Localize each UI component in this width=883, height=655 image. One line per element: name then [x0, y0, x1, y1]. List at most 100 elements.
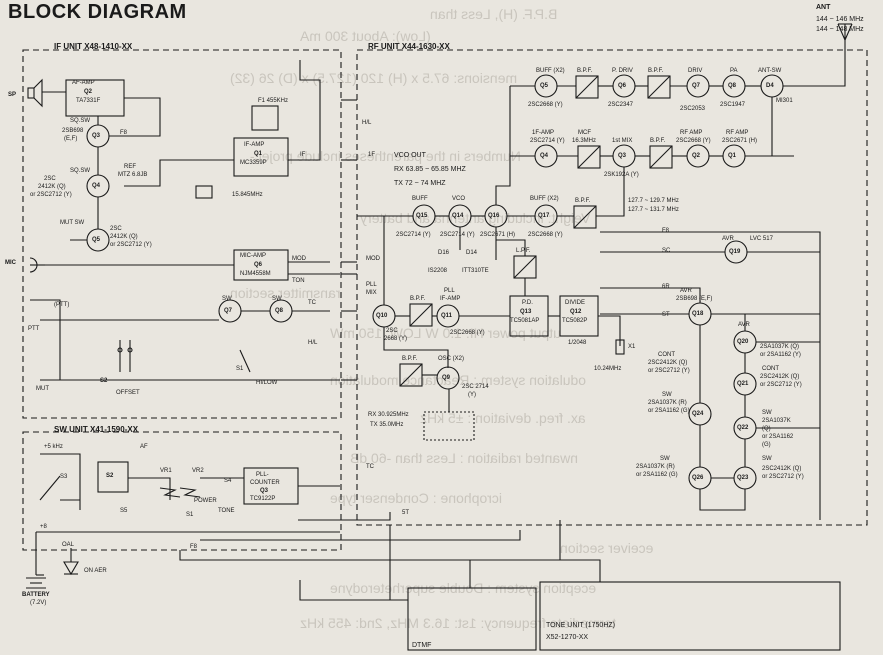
rf-q17-label: Q17 — [538, 213, 550, 219]
if-q3-part: 2SB698 — [62, 128, 84, 134]
mut-label: MUT — [36, 386, 49, 392]
rf-q4-role: 1F-AMP — [532, 130, 555, 136]
v8-label: +8 — [40, 524, 47, 530]
speaker-symbol — [27, 78, 43, 108]
oal-label: OAL — [62, 542, 75, 548]
rf-d4-part: MI301 — [776, 98, 793, 104]
rf-q18-part: 2SB698 (E,F) — [676, 296, 713, 302]
rf-unit-boundary — [356, 49, 868, 526]
rf-q20-role: AVR — [738, 322, 750, 328]
q13-part: TC5081AP — [510, 318, 540, 324]
sw-unit-title: SW UNIT X41-1590-XX — [54, 425, 139, 434]
sw-unit-boundary — [22, 431, 342, 551]
rf-q23-part-b: or 2SC2712 (Y) — [762, 474, 804, 480]
rf-q3-label: Q3 — [618, 153, 627, 159]
bpf-block — [649, 145, 673, 169]
pll-counter-q: Q3 — [260, 488, 269, 494]
rf-q26-role: SW — [660, 456, 670, 462]
rf-q22-part-d: (G) — [762, 442, 771, 448]
if-q5-part-b: 2412K (Q) — [110, 234, 138, 240]
rf-q7-label: Q7 — [692, 83, 701, 89]
rf-q14-role: VCO — [452, 196, 466, 202]
osc-tx: TX 35.0MHz — [370, 422, 404, 428]
rf-q16-label: Q16 — [488, 213, 500, 219]
rf-q2-role: RF AMP — [680, 130, 703, 136]
d14-part: ITT310TE — [462, 268, 489, 274]
vr1-label: VR1 — [160, 468, 172, 474]
rf-sc-label: SC — [662, 248, 671, 254]
rf-q1-part: 2SC2671 (H) — [722, 138, 758, 144]
rf-q4-part: 2SC2714 (Y) — [530, 138, 565, 144]
q12-label: Q12 — [570, 309, 582, 315]
bpf-label: B.P.F. — [575, 198, 591, 204]
hi-low-label: HI/LOW — [256, 380, 278, 386]
f1-label: F1 455KHz — [258, 98, 289, 104]
rf-q5-label: Q5 — [540, 83, 549, 89]
if-ton-label: TON — [292, 278, 305, 284]
if-f8-label: F8 — [120, 130, 128, 136]
rf-q2-label: Q2 — [692, 153, 701, 159]
sw-s1-label: S1 — [186, 512, 194, 518]
tone-unit-boundary — [539, 581, 841, 651]
pll-counter-label-a: PLL- — [256, 472, 269, 478]
dtmf-label: DTMF — [412, 642, 432, 649]
rf-q10-role-a: PLL — [366, 282, 377, 288]
if-sw-label-2: SW — [272, 296, 282, 302]
af-amp-label: AF-AMP — [72, 80, 95, 86]
if-sw-label: SW — [222, 296, 232, 302]
rf-q24-part-b: or 2SC2712 (Y) — [648, 368, 690, 374]
vco-tx-freq: TX 72 ~ 74 MHZ — [394, 180, 446, 187]
rf-q11-part: 2SC2668 (Y) — [450, 330, 485, 336]
rf-q21-role: CONT — [762, 366, 779, 372]
bpf-label: B.P.F. — [410, 296, 426, 302]
freq-tx: 127.7 ~ 131.7 MHz — [628, 207, 679, 213]
rf-q26-part-b: or 2SA1162 (G) — [636, 472, 678, 478]
if-q4-label: Q4 — [92, 183, 101, 189]
mcf-block — [577, 145, 601, 169]
rf-hl-label: H/L — [362, 120, 372, 126]
rf-q10-part-a: 2SC — [386, 328, 398, 334]
rf-q19-role: AVR — [722, 236, 734, 242]
rf-q20-part-b: or 2SA1162 (Y) — [760, 352, 801, 358]
if-q5-label: Q5 — [92, 237, 101, 243]
rf-q24-label: Q24 — [692, 411, 704, 417]
if-q5-part-c: or 2SC2712 (Y) — [110, 242, 152, 248]
antenna-label: ANT — [816, 4, 831, 11]
battery-label: BATTERY — [22, 592, 50, 598]
if-amp-label: IF-AMP — [244, 142, 265, 148]
sp-label: SP — [8, 92, 17, 98]
battery-voltage: (7.2V) — [30, 600, 47, 606]
rf-q9-role: OSC (X2) — [438, 356, 465, 362]
if-s2-label: S2 — [100, 378, 108, 384]
rf-q23-part-a: 2SC2412K (Q) — [762, 466, 802, 472]
s2-block — [97, 461, 129, 493]
if-unit-title: IF UNIT X48-1410-XX — [54, 42, 133, 51]
rf-q1-label: Q1 — [728, 153, 737, 159]
rf-q18-role: AVR — [680, 288, 692, 294]
antenna-range-1: 144 ~ 146 MHz — [816, 16, 864, 23]
if-q5-part-a: 2SC — [110, 226, 122, 232]
rf-q23-role: SW — [762, 456, 772, 462]
if-tc-label: TC — [308, 300, 316, 306]
q13-label: Q13 — [520, 309, 532, 315]
rf-q19-label: Q19 — [729, 249, 741, 255]
sq-sw-label-2: SQ.SW — [70, 168, 91, 174]
if-q4-part-b: 2412K (Q) — [38, 184, 66, 190]
sw-af-label: AF — [140, 444, 148, 450]
rf-q5-role: BUFF (X2) — [536, 68, 565, 74]
if-mod-label: MOD — [292, 256, 306, 262]
rf-unit-title: RF UNIT X44-1630-XX — [368, 42, 450, 51]
rf-q17-part: 2SC2668 (Y) — [528, 232, 563, 238]
on-aer-label: ON AER — [84, 568, 107, 574]
rf-q14-label: Q14 — [452, 213, 464, 219]
tone-label: TONE — [218, 508, 235, 514]
rf-q19-part: LVC 517 — [750, 236, 773, 242]
rf-q9-part-b: (Y) — [468, 392, 476, 398]
rf-q3-role: 1st MIX — [612, 138, 633, 144]
x1-crystal — [615, 339, 625, 355]
bpf-label: B.P.F. — [577, 68, 593, 74]
rf-q10-role-b: MIX — [366, 290, 377, 296]
rf-tc-label: TC — [366, 464, 374, 470]
rf-q24b-part-b: or 2SA1162 (G) — [648, 408, 690, 414]
